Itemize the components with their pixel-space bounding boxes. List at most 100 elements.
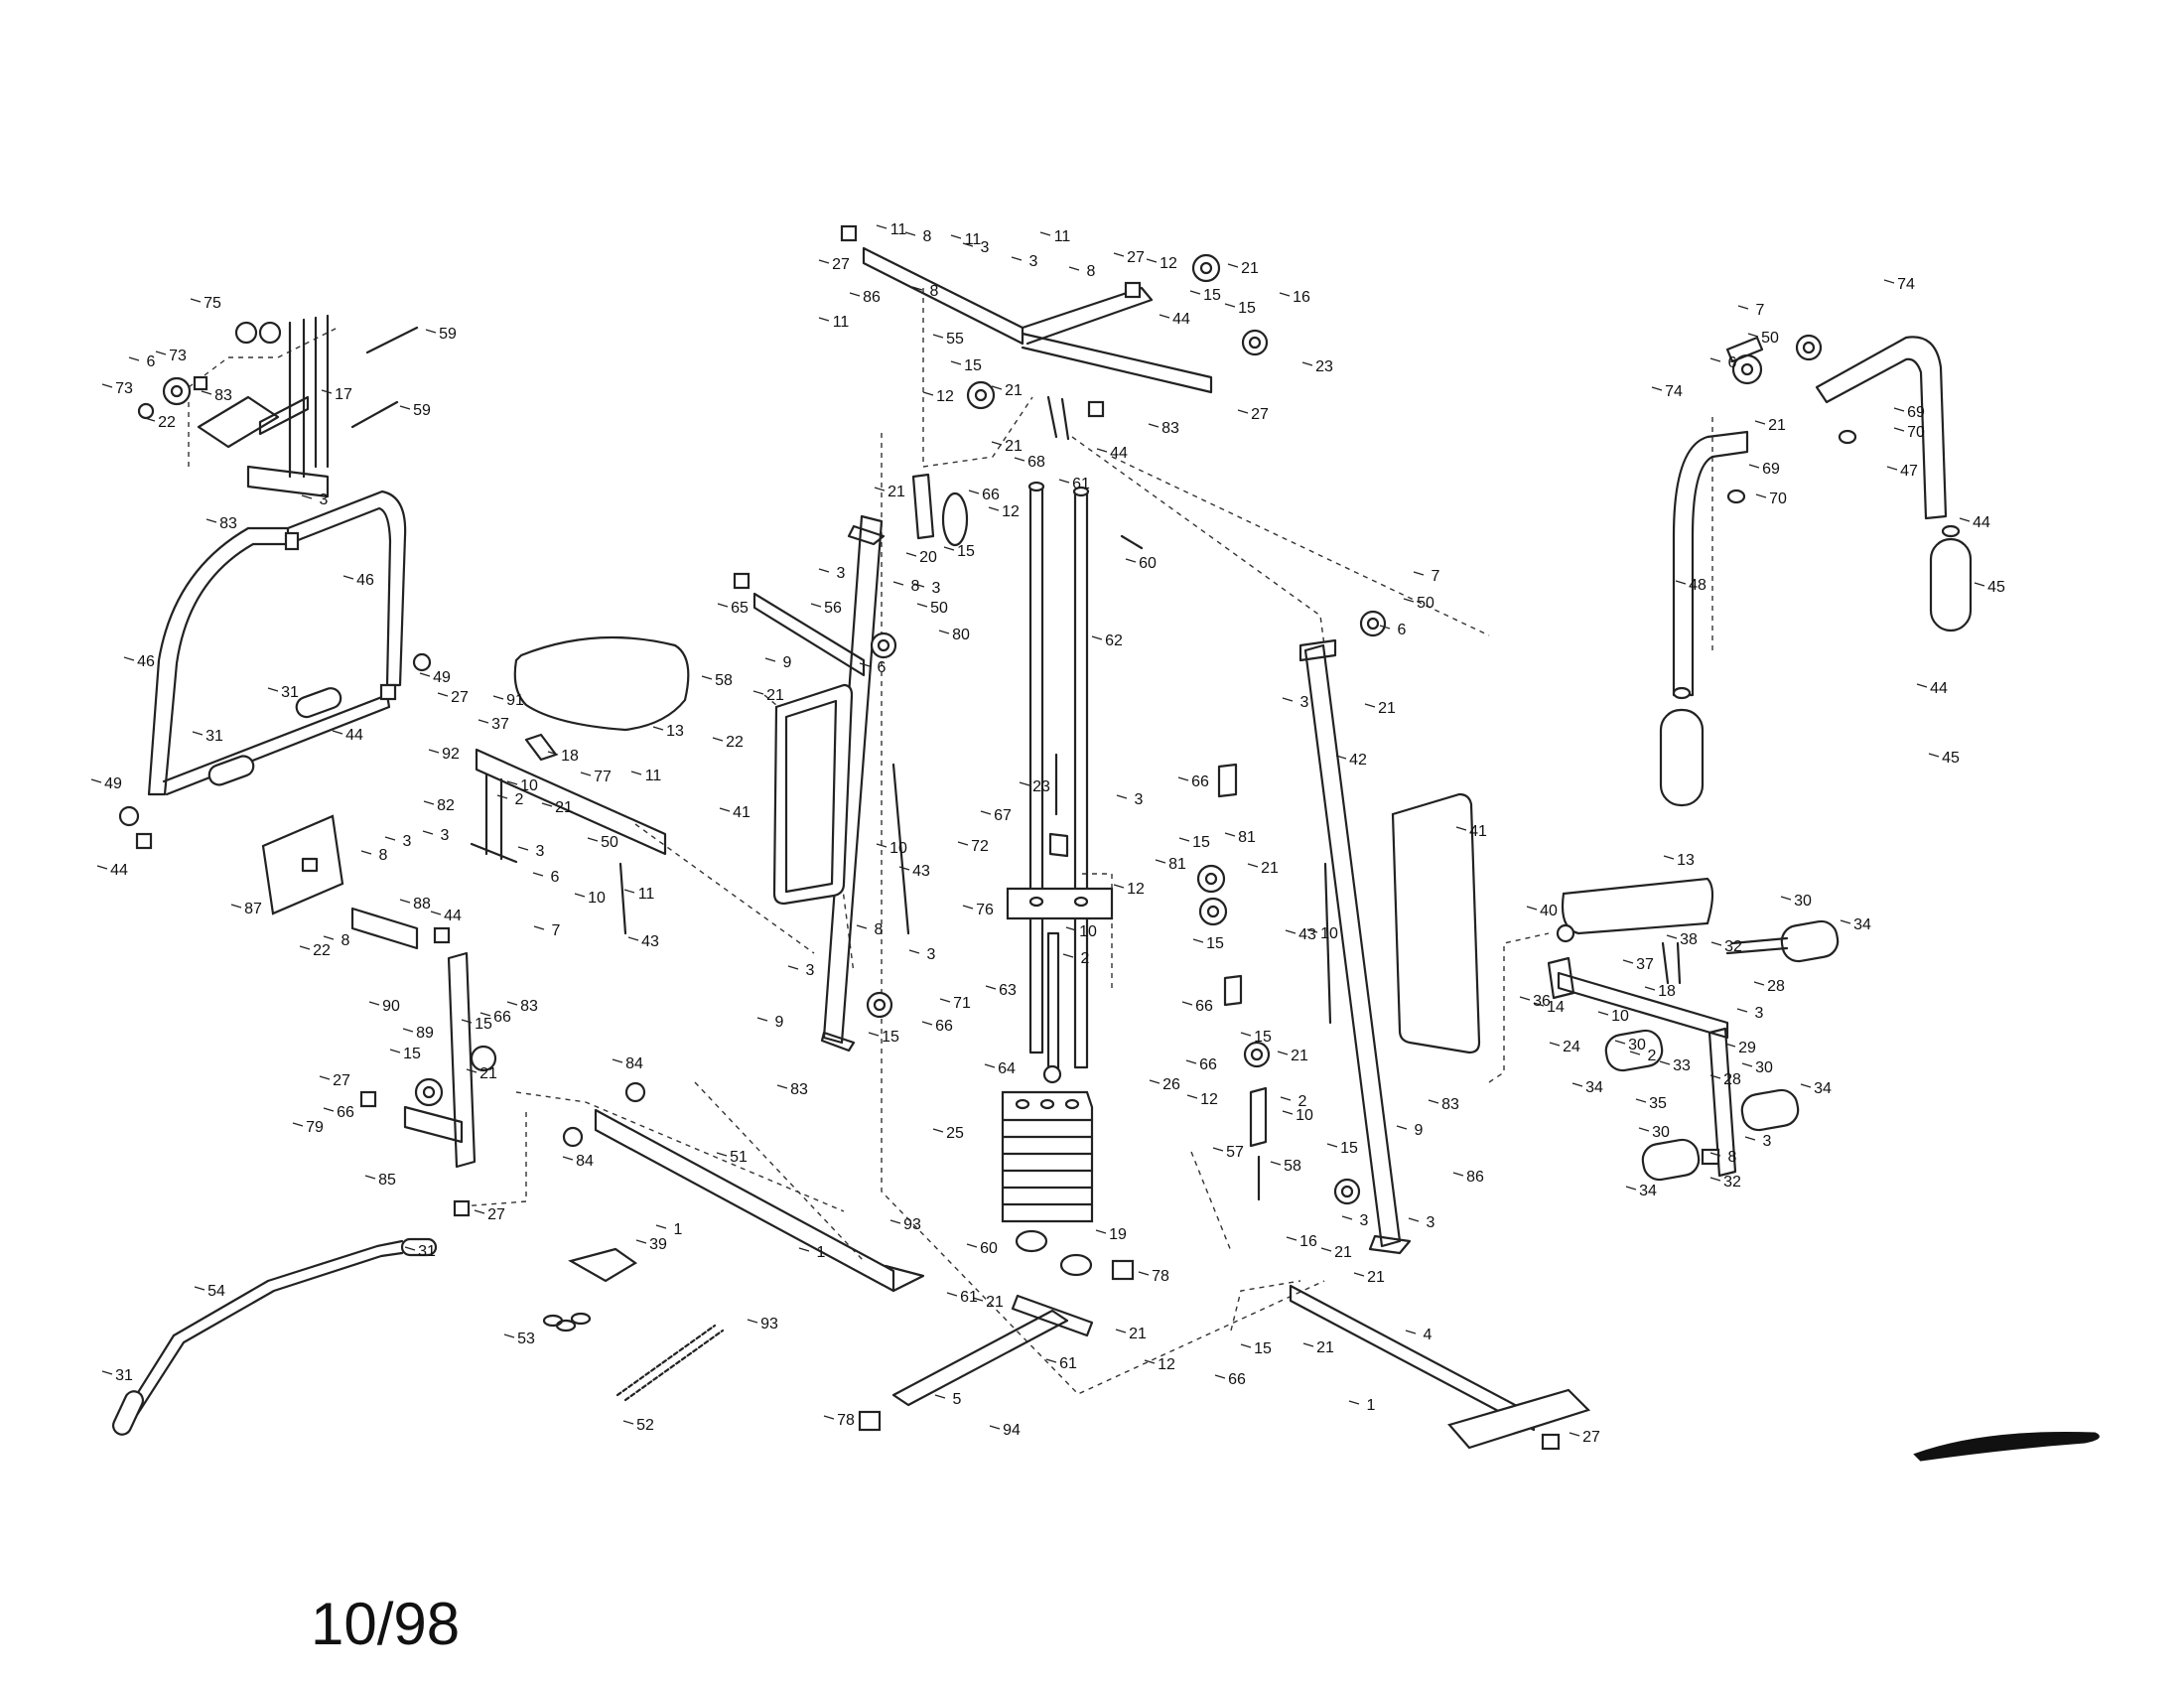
callout-leader: [905, 552, 917, 557]
callout-label: 83: [219, 515, 237, 532]
callout-label: 81: [1168, 856, 1186, 873]
callout-leader: [1227, 263, 1239, 268]
callout-66: 66: [1214, 1371, 1246, 1388]
callout-label: 12: [1200, 1091, 1218, 1108]
callout-6: 6: [532, 869, 560, 886]
callout-label: 21: [1367, 1269, 1385, 1286]
callout-leader: [1189, 290, 1201, 295]
callout-label: 2: [515, 791, 524, 808]
callout-label: 21: [986, 1294, 1004, 1311]
callout-leader: [1622, 959, 1634, 964]
callout-leader: [1282, 697, 1294, 702]
callout-leader: [980, 810, 992, 815]
callout-39: 39: [635, 1236, 667, 1253]
callout-label: 3: [403, 833, 412, 850]
callout-54: 54: [194, 1283, 225, 1300]
callout-label: 9: [783, 654, 792, 671]
callout-leader: [478, 719, 489, 724]
callout-leader: [547, 751, 559, 756]
callout-19: 19: [1095, 1226, 1127, 1243]
callout-48: 48: [1675, 577, 1706, 594]
callout-leader: [908, 949, 920, 954]
callout-83: 83: [506, 998, 538, 1015]
callout-66: 66: [1185, 1056, 1217, 1073]
callout-leader: [630, 771, 642, 775]
callout-9: 9: [756, 1014, 784, 1031]
callout-leader: [1062, 953, 1074, 958]
callout-15: 15: [461, 1016, 492, 1033]
callout-leader: [1091, 635, 1103, 640]
callout-leader: [627, 936, 639, 941]
callout-leader: [479, 1012, 491, 1017]
callout-label: 70: [1907, 424, 1925, 441]
callout-label: 3: [1755, 1005, 1764, 1022]
callout-94: 94: [989, 1422, 1021, 1439]
callout-leader: [402, 1028, 414, 1033]
callout-leader: [1286, 1236, 1297, 1241]
callout-leader: [1348, 1400, 1360, 1405]
callout-82: 82: [423, 797, 455, 814]
callout-59: 59: [399, 402, 431, 419]
callout-leader: [1014, 457, 1025, 462]
callout-leader: [823, 1415, 835, 1420]
callout-15: 15: [1224, 300, 1256, 317]
callout-label: 1: [817, 1244, 826, 1261]
callout-label: 82: [437, 797, 455, 814]
callout-leader: [1644, 986, 1656, 991]
callout-leader: [205, 518, 217, 523]
callout-30: 30: [1780, 893, 1812, 910]
callout-label: 21: [1261, 860, 1279, 877]
callout-66: 66: [323, 1104, 354, 1121]
callout-3: 3: [908, 946, 936, 963]
callout-3: 3: [517, 843, 545, 860]
callout-leader: [1675, 580, 1687, 585]
callout-label: 24: [1563, 1039, 1580, 1055]
callout-leader: [423, 800, 435, 805]
callout-label: 46: [356, 572, 374, 589]
callout-label: 17: [335, 386, 352, 403]
callout-leader: [810, 603, 822, 608]
callout-leader: [1571, 1082, 1583, 1087]
callout-leader: [1113, 252, 1125, 257]
callout-label: 11: [890, 221, 907, 238]
part-52-chain: [615, 1324, 725, 1402]
callout-70: 70: [1755, 491, 1787, 507]
callout-83: 83: [1148, 420, 1179, 437]
callout-label: 15: [957, 543, 975, 560]
callout-leader: [1237, 409, 1249, 414]
callout-18: 18: [1644, 983, 1676, 1000]
callout-leader: [1138, 1271, 1150, 1276]
callout-label: 41: [1469, 823, 1487, 840]
callout-leader: [868, 1032, 880, 1037]
callout-leader: [1320, 1247, 1332, 1252]
callout-label: 9: [1415, 1122, 1424, 1139]
callout-label: 35: [1649, 1095, 1667, 1112]
callout-leader: [1270, 1161, 1282, 1166]
part-45-rollers-right: [1659, 429, 1973, 807]
callout-leader: [972, 1297, 984, 1302]
callout-leader: [574, 893, 586, 898]
callout-10: 10: [1306, 925, 1338, 942]
callout-label: 66: [493, 1009, 511, 1026]
callout-leader: [776, 1084, 788, 1089]
callout-leader: [1709, 357, 1721, 362]
callout-label: 6: [1398, 622, 1407, 638]
callout-21: 21: [1754, 417, 1786, 434]
callout-12: 12: [1113, 881, 1145, 898]
callout-leader: [299, 945, 311, 950]
callout-21: 21: [1302, 1339, 1334, 1356]
callout-label: 8: [341, 932, 350, 949]
callout-label: 1: [674, 1221, 683, 1238]
callout-leader: [1651, 386, 1663, 391]
callout-3: 3: [1341, 1212, 1369, 1229]
callout-label: 58: [1284, 1158, 1301, 1175]
callout-label: 21: [1129, 1326, 1147, 1342]
callout-50: 50: [916, 600, 948, 617]
part-55-top-frame: [840, 224, 1269, 441]
callout-label: 68: [1027, 454, 1045, 471]
callout-label: 89: [416, 1025, 434, 1042]
callout-leader: [1011, 256, 1023, 261]
callout-label: 5: [953, 1391, 962, 1408]
callout-leader: [652, 726, 664, 731]
